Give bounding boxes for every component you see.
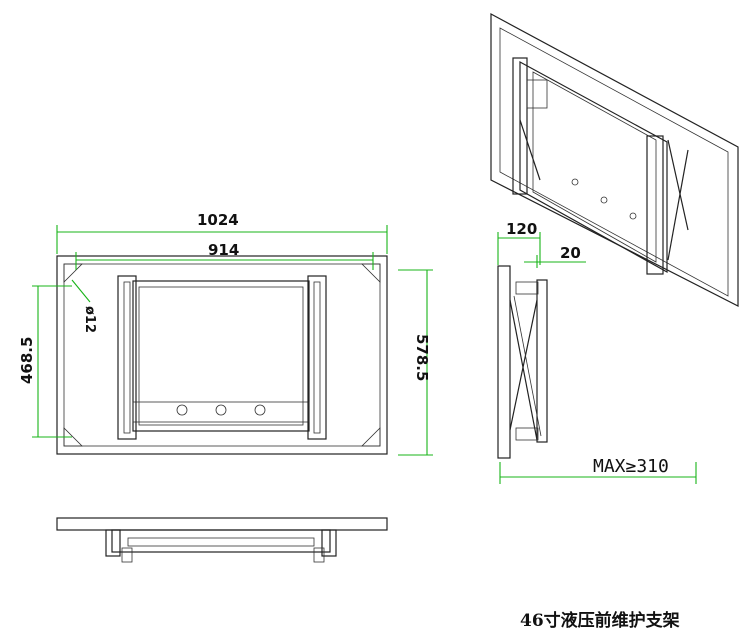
height-dimensions: 468.5 578.5 xyxy=(18,269,433,456)
width-dimensions: 1024 914 xyxy=(56,211,388,270)
hole-diameter-label: ø12 xyxy=(82,306,97,333)
front-view: ø12 xyxy=(56,255,388,455)
side-depth-label: 120 xyxy=(506,220,537,238)
isometric-view xyxy=(490,12,739,307)
drawing-caption: 46寸液压前维护支架 xyxy=(520,611,680,631)
side-offset-label: 20 xyxy=(560,244,581,262)
max-extension-label: MAX≥310 xyxy=(593,456,669,477)
top-view xyxy=(56,517,388,563)
side-view xyxy=(497,265,548,459)
side-dimensions: 120 20 MAX≥310 xyxy=(497,220,697,484)
right-height-label: 578.5 xyxy=(413,334,431,381)
left-height-label: 468.5 xyxy=(18,337,36,384)
inner-width-label: 914 xyxy=(208,241,239,259)
outer-width-label: 1024 xyxy=(197,211,239,229)
